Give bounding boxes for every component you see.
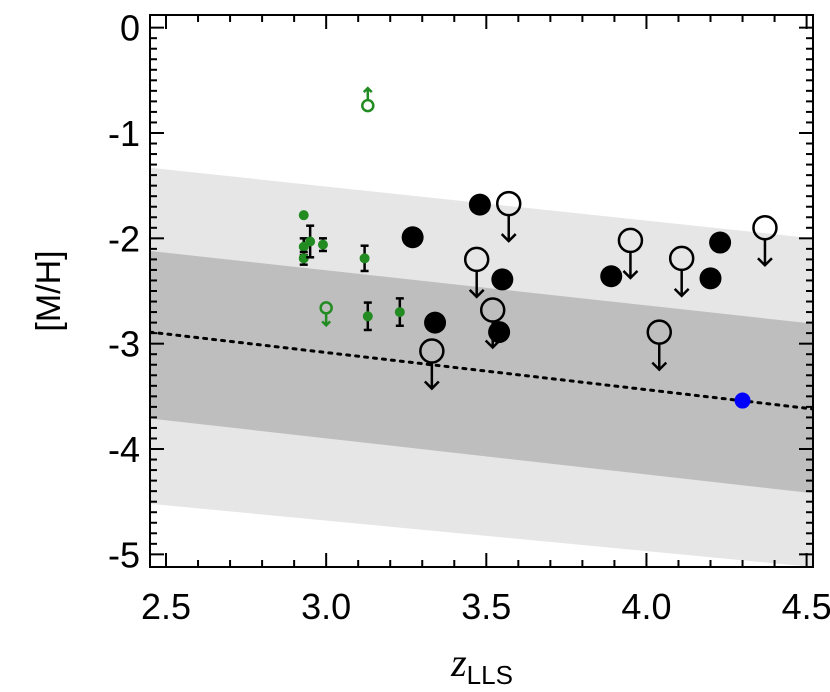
data-point: [424, 311, 447, 334]
y-tick-label: -5: [108, 534, 140, 575]
filled-marker: [424, 311, 447, 334]
data-point: [668, 245, 695, 298]
data-point: [752, 215, 778, 268]
filled-marker: [401, 226, 424, 249]
upper-limit-arrow-head: [484, 339, 501, 350]
filled-marker: [600, 265, 623, 288]
y-tick-label: 0: [120, 8, 140, 49]
data-point: [709, 231, 732, 254]
upper-limit-arrow-head: [757, 257, 773, 268]
x-axis-title-main: z: [450, 640, 467, 685]
filled-marker: [488, 321, 511, 344]
upper-limit-arrow-head: [673, 287, 690, 298]
data-point: [419, 338, 445, 391]
filled-marker: [699, 267, 722, 290]
green-lower-limit-arrow-head: [362, 86, 373, 93]
filled-marker: [709, 231, 732, 254]
x-tick-label: 4.0: [621, 586, 671, 627]
trend-layer: [150, 330, 813, 411]
data-point: [298, 250, 309, 266]
data-point: [359, 244, 370, 273]
data-point: [401, 226, 424, 249]
green-upper-limit-arrow-head: [321, 320, 332, 328]
bands-layer: [150, 167, 813, 567]
data-point: [305, 224, 316, 259]
green-marker: [362, 311, 373, 322]
data-point: [488, 321, 511, 344]
data-point: [495, 190, 522, 243]
x-tick-label: 4.5: [782, 586, 830, 627]
data-point: [317, 237, 328, 253]
data-point: [491, 268, 514, 291]
x-axis-title: zLLS: [450, 640, 513, 690]
upper-limit-arrow-head: [622, 270, 639, 280]
green-marker: [317, 239, 328, 250]
upper-limit-arrow-head: [423, 380, 440, 391]
y-tick-label: -1: [108, 113, 140, 154]
data-point: [468, 193, 491, 216]
y-axis-title: [M/H]: [30, 250, 68, 331]
x-tick-label: 3.0: [301, 586, 351, 627]
data-point: [362, 301, 373, 332]
upper-limit-arrow-head: [651, 361, 668, 372]
x-axis-title-subscript: LLS: [467, 660, 513, 690]
data-point: [600, 265, 623, 288]
x-tick-label: 2.5: [141, 586, 191, 627]
upper-limit-arrow-head: [500, 233, 517, 243]
green-marker: [359, 253, 370, 264]
green-marker: [394, 307, 405, 318]
data-point: [394, 297, 405, 328]
tick-labels-layer: 2.5 3.0 3.5 4.0 4.5 0 -1 -2 -3 -4 -5: [108, 8, 830, 627]
data-point: [734, 392, 751, 409]
filled-marker: [468, 193, 491, 216]
upper-limit-arrow-head: [468, 289, 485, 299]
data-point: [463, 246, 490, 299]
inner-scatter-band: [150, 250, 813, 494]
green-marker: [298, 210, 309, 221]
blue-marker: [734, 392, 751, 409]
y-tick-label: -4: [108, 429, 140, 470]
green-marker: [305, 236, 316, 247]
data-point: [319, 301, 333, 328]
x-tick-label: 3.5: [461, 586, 511, 627]
data-point: [646, 319, 673, 372]
green-open-marker: [361, 98, 375, 113]
points-layer: [298, 86, 778, 409]
data-point: [479, 297, 506, 350]
data-point: [617, 227, 644, 280]
ticks-layer: [150, 15, 813, 567]
trend-line: [150, 330, 813, 411]
y-tick-label: -3: [108, 324, 140, 365]
y-tick-label: -2: [108, 218, 140, 259]
data-point: [361, 86, 375, 113]
data-point: [699, 267, 722, 290]
data-point: [298, 210, 309, 221]
filled-marker: [491, 268, 514, 291]
